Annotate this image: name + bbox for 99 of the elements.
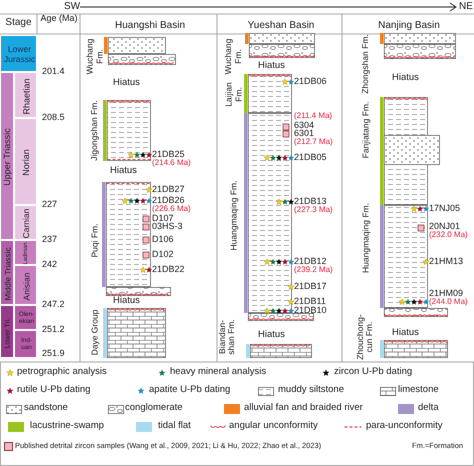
legend-label: apatite U-Pb dating	[149, 385, 230, 396]
sample-id: 21HM13	[429, 257, 464, 267]
age-tick-label: 251.2	[42, 325, 65, 335]
stage-band	[14, 265, 37, 305]
stage-band	[14, 118, 37, 205]
strata-column	[380, 340, 448, 358]
formation-name: Daye Group	[90, 309, 100, 355]
sample-id: 21DB25	[152, 150, 185, 159]
formation-name: Zhongshan Fm.	[361, 34, 371, 94]
sample-id: 21DB12	[294, 257, 327, 266]
basin-name: Yueshan Basin	[246, 20, 316, 31]
legend-label: alluvial fan and braided river	[244, 403, 363, 414]
legend-label: angular unconformity	[229, 421, 318, 432]
stage-name: Rhaetian	[22, 78, 32, 114]
legend-label: heavy mineral analysis	[170, 367, 266, 378]
sample-id: 21HM09	[429, 289, 464, 298]
stage-name: Upper Triassic	[3, 128, 13, 186]
sample-id: 21DB13	[294, 197, 327, 206]
legend-label: petrographic analysis	[17, 367, 107, 378]
strata-column	[104, 37, 176, 65]
age-tick-label: 201.4	[42, 67, 65, 77]
legend-label: para-unconformity	[366, 421, 443, 432]
age-annotation: (214.6 Ma)	[152, 159, 191, 168]
age-tick-label: 227	[42, 200, 58, 210]
sample-id: 6301	[294, 129, 314, 138]
sample-id: 21DB05	[294, 153, 327, 163]
stage-band	[0, 35, 37, 72]
stage-band	[14, 72, 37, 118]
sample-id: D107	[152, 214, 174, 223]
stage-band	[0, 240, 14, 305]
strata-column	[244, 74, 292, 113]
stage-band	[0, 305, 14, 358]
column-header: Age (Ma)	[39, 14, 78, 24]
hiatus-label: Hiatus	[392, 73, 419, 84]
age-tick-label: 251.9	[42, 349, 65, 359]
strata-column	[246, 344, 312, 358]
formation-name: Zhouchong-cun Fm.	[356, 314, 374, 360]
stage-band	[14, 205, 37, 240]
hiatus-label: Hiatus	[258, 61, 285, 72]
strata-column	[103, 308, 166, 358]
formation-name: Laijian Fm.	[224, 80, 243, 108]
legend-label: rutile U-Pb dating	[17, 385, 90, 396]
legend-label: zircon U-Pb dating	[334, 367, 412, 378]
formation-name: Biandan-shan Fm.	[218, 318, 236, 357]
strata-column	[245, 33, 315, 58]
legend-label: tidal flat	[158, 421, 191, 432]
legend-label: sandstone	[24, 403, 68, 414]
age-tick-label: 242	[42, 260, 58, 270]
stage-band	[14, 305, 37, 330]
age-tick-label: 237	[42, 235, 58, 245]
hiatus-label: Hiatus	[113, 78, 140, 88]
stage-name: Carnian	[22, 208, 32, 238]
sample-id: 21DB10	[294, 306, 327, 316]
direction-label: SW	[64, 1, 80, 12]
legend-label: limestone	[398, 385, 439, 396]
sample-id: 21DB06	[294, 77, 327, 87]
basin-name: Huangshi Basin	[114, 20, 186, 31]
stage-name: Norian	[22, 149, 32, 176]
legend-label: muddy siltstone	[278, 385, 344, 396]
sample-id: 21DB27	[152, 185, 185, 195]
sample-id: 20NJ01	[429, 222, 460, 231]
stage-band	[0, 72, 14, 240]
hiatus-label: Hiatus	[113, 296, 140, 306]
formation-name: Puqi Fm.	[90, 223, 100, 258]
sample-id: 21DB26	[152, 196, 185, 205]
sample-id: D102	[152, 250, 174, 260]
stage-band	[14, 330, 37, 358]
sample-id: D106	[152, 235, 174, 245]
sample-id: 6304	[294, 121, 314, 130]
hiatus-label: Hiatus	[110, 166, 137, 176]
legend-label: delta	[418, 403, 439, 414]
sample-id: 21DB17	[294, 282, 327, 292]
age-annotation: (211.4 Ma)	[294, 112, 332, 121]
strata-column	[380, 97, 440, 205]
hiatus-label: Hiatus	[258, 330, 285, 340]
basin-name: Nanjing Basin	[377, 20, 441, 31]
sample-id: 17NJ05	[429, 204, 460, 214]
formation-name: Fanjiatang Fm.	[361, 101, 371, 158]
column-header: Stage	[4, 17, 33, 28]
age-tick-label: 247.2	[42, 300, 65, 310]
direction-label: NE	[459, 1, 473, 12]
stage-name: Middle Triassic	[4, 247, 12, 300]
formation-name: Wuchang Fm.	[224, 38, 243, 76]
formation-name: Wuchang Fm.	[85, 37, 104, 76]
stage-name: Anisian	[22, 272, 32, 300]
formation-name: Huangmaqing Fm.	[361, 202, 371, 272]
hiatus-label: Hiatus	[392, 328, 419, 338]
strata-column	[380, 33, 456, 59]
age-tick-label: 208.5	[42, 113, 65, 123]
sample-id: 03HS-3	[152, 222, 183, 232]
sample-id: 21DB11	[294, 297, 326, 306]
stage-band	[14, 240, 37, 265]
formation-name: Jigongshan Fm.	[90, 100, 100, 161]
legend-label: conglomerate	[125, 403, 183, 414]
formation-name: Huangmaqing Fm.	[228, 180, 238, 250]
legend-label: lacustrine-swamp	[30, 421, 104, 432]
stage-name: Lower Jurassic	[2, 45, 36, 64]
sample-id: 21DB22	[152, 265, 185, 275]
strata-column	[103, 100, 151, 161]
